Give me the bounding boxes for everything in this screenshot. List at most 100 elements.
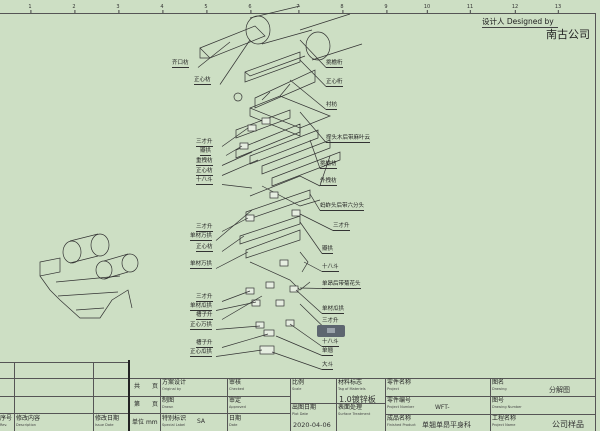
leader-line: [309, 193, 321, 211]
ruler-tick: 12: [511, 4, 519, 14]
leader-line: [221, 184, 253, 189]
part-label: 大斗: [322, 362, 334, 370]
leader-line: [271, 351, 323, 370]
ruler-tick: 3: [116, 4, 120, 14]
designed-by-label: 设计人 Designed by: [482, 16, 558, 28]
ruler-tick: 8: [340, 4, 344, 14]
leader-line: [319, 155, 331, 186]
floating-toolbar[interactable]: [317, 325, 345, 337]
frame-border-right: [595, 13, 596, 431]
part-label: 正心枋: [196, 168, 213, 176]
ruler-tick: 5: [204, 4, 208, 14]
leader-line: [299, 59, 327, 87]
part-label: 槽子升: [196, 340, 213, 348]
leader-line: [289, 323, 323, 347]
leader-line: [221, 159, 259, 176]
part-label: 十八斗: [322, 264, 339, 272]
project-number-value: WFT-: [435, 404, 450, 411]
part-label: 三才升: [196, 139, 213, 147]
leader-line: [215, 325, 261, 330]
part-label: 单翘: [322, 348, 334, 356]
purlin-parts: [199, 5, 363, 109]
company-name: 南古公司: [546, 28, 590, 41]
ruler-tick: 1: [28, 4, 32, 14]
leader-line: [221, 333, 269, 348]
ruler-tick: 2: [72, 4, 76, 14]
ruler-tick: 10: [423, 4, 431, 14]
part-label: 挑檐桁: [326, 60, 343, 68]
ruler-tick: 6: [248, 4, 252, 14]
leader-line: [303, 261, 323, 272]
part-label: 正心桁: [326, 79, 343, 87]
leader-line: [299, 39, 327, 68]
leader-line: [221, 295, 263, 320]
part-label: 槽子升: [196, 312, 213, 320]
part-label: 重拽枋: [196, 158, 213, 166]
leader-line: [221, 151, 253, 166]
part-label: 单材瓜拱: [190, 303, 213, 311]
leader-line: [221, 235, 245, 252]
part-label: 单昂后带菊花头: [322, 281, 361, 289]
plot-date-value: 2020-04-06: [293, 421, 331, 429]
ruler-tick: 9: [384, 4, 388, 14]
assembled-view: [39, 233, 139, 319]
frame-border-top: [0, 13, 596, 14]
leader-line: [221, 290, 251, 302]
part-label: 瓣拱: [322, 246, 334, 254]
part-label: 正心枋: [194, 77, 211, 85]
total-pages: 共页: [134, 383, 159, 390]
special-label-value: SA: [197, 418, 206, 425]
leader-line: [299, 213, 334, 231]
leader-line: [289, 79, 327, 110]
part-label: 三才升: [333, 223, 350, 231]
part-label: 正心枋: [196, 244, 213, 252]
leader-line: [197, 41, 231, 68]
toolbar-icon[interactable]: [327, 328, 335, 333]
leader-line: [215, 349, 263, 357]
part-label: 衬枋: [326, 102, 338, 110]
part-label: 单材万拱: [190, 261, 213, 269]
leader-lines: [197, 39, 334, 370]
leader-line: [219, 39, 251, 85]
part-label: 齐口枋: [172, 60, 189, 68]
part-label: 单材瓜拱: [322, 306, 345, 314]
unit: 单位 mm: [132, 419, 158, 426]
part-label: 瓣拱: [200, 148, 212, 156]
part-label: 外拽枋: [320, 178, 337, 186]
part-label: 单材万拱: [190, 233, 213, 241]
part-label: 三才升: [196, 224, 213, 232]
leader-line: [225, 145, 243, 156]
part-label: 十八斗: [196, 177, 213, 185]
leader-line: [221, 127, 249, 147]
part-label: 正心瓜拱: [190, 349, 213, 357]
material-value: 1.0镀锌板: [339, 395, 376, 404]
leader-line: [299, 303, 323, 326]
finished-product-value: 单翘单昂平身科: [422, 421, 471, 429]
sheet-page: 第页: [134, 401, 159, 408]
project-name-value: 公司样品: [552, 420, 584, 429]
ruler-tick: 7: [296, 4, 300, 14]
drawing-value: 分解图: [549, 386, 570, 394]
part-label: 三才升: [196, 294, 213, 302]
leader-line: [299, 111, 327, 143]
part-label: 撑头木后带麻叶云: [326, 135, 371, 143]
part-label: 正心万拱: [190, 322, 213, 330]
leader-line: [215, 209, 253, 241]
